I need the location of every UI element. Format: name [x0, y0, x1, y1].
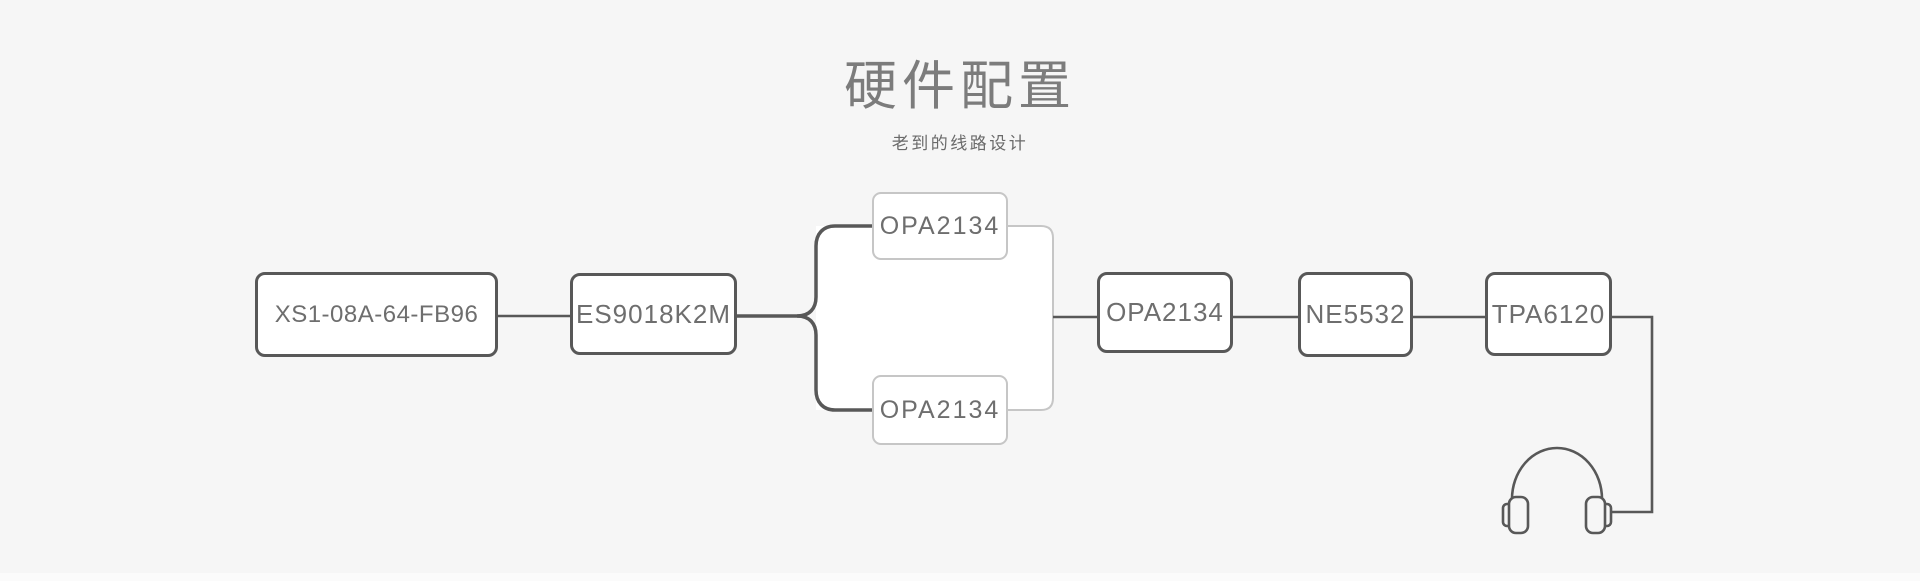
fork-branch-bottom	[796, 314, 873, 412]
node-opa2134-top: OPA2134	[872, 192, 1008, 260]
node-label: ES9018K2M	[576, 298, 731, 329]
node-label: TPA6120	[1491, 298, 1606, 329]
headphones-earcup-right	[1584, 495, 1607, 535]
node-opa2134-bottom: OPA2134	[872, 375, 1008, 445]
node-tpa6120: TPA6120	[1485, 272, 1612, 356]
headphones-band	[1510, 446, 1604, 500]
node-label: OPA2134	[1106, 297, 1224, 327]
node-label: OPA2134	[879, 211, 1001, 240]
section-title: 硬件配置	[844, 57, 1076, 116]
node-ne5532: NE5532	[1298, 272, 1413, 357]
node-label: NE5532	[1305, 299, 1406, 329]
node-es9018k2m: ES9018K2M	[570, 273, 737, 355]
headphones-icon	[1501, 446, 1613, 535]
node-label: XS1-08A-64-FB96	[274, 300, 479, 328]
section-subtitle: 老到的线路设计	[891, 134, 1029, 153]
fork-branch-top	[796, 224, 873, 318]
node-label: OPA2134	[879, 395, 1001, 424]
parallel-group-panel	[816, 226, 1053, 410]
bottom-divider	[0, 573, 1920, 581]
headphones-earcup-left	[1507, 495, 1530, 535]
connector-tpa6120-headphones	[1611, 315, 1654, 514]
node-opa2134-merged: OPA2134	[1097, 272, 1233, 353]
node-xs1-08a-64-fb96: XS1-08A-64-FB96	[255, 272, 498, 357]
